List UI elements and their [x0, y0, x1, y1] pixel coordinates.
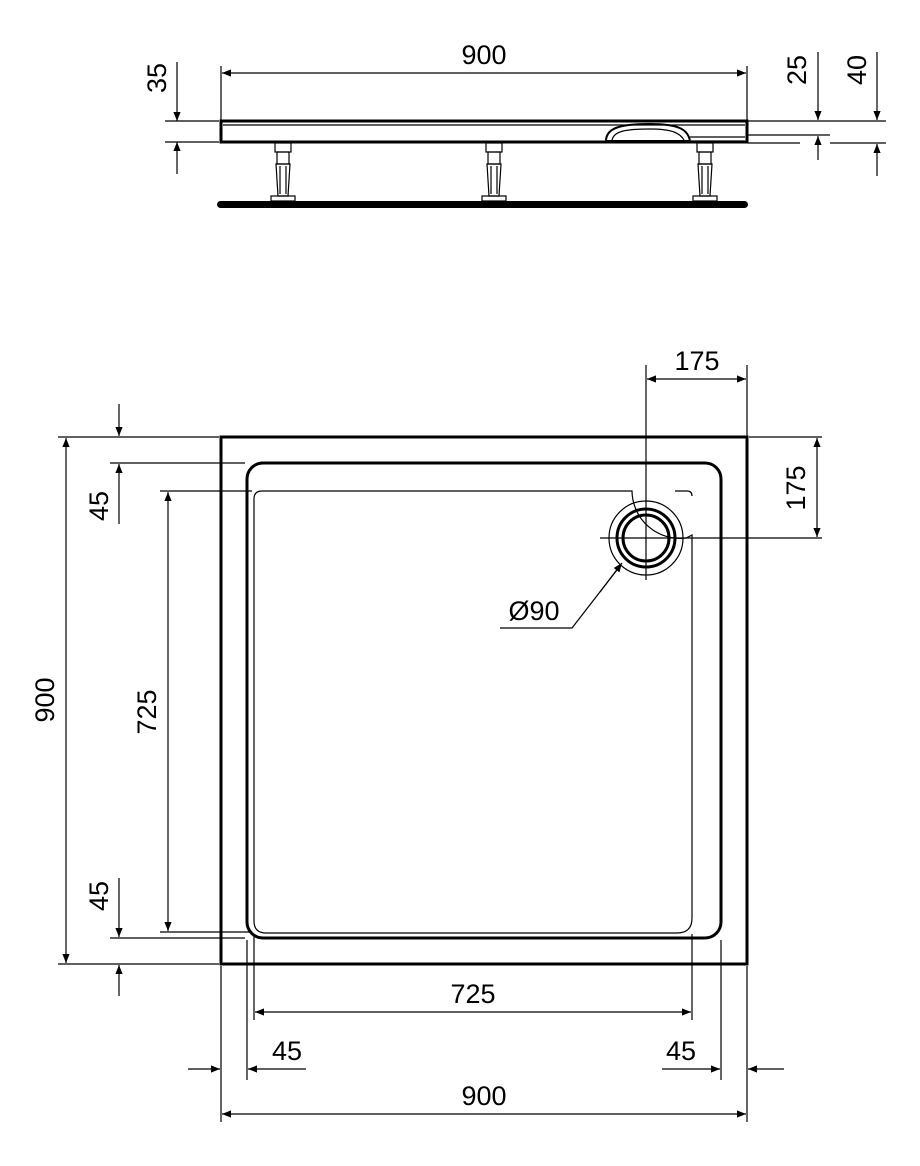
bottom-rim-label: 45 [84, 881, 114, 911]
side-right-height-label-a: 25 [782, 55, 812, 85]
leg-right [692, 142, 718, 202]
side-width-label: 900 [461, 40, 506, 70]
tray-outer-edge [219, 435, 749, 966]
tray-side-profile [219, 119, 749, 144]
side-left-height-label: 35 [142, 63, 172, 93]
drain-offset-x-label: 175 [674, 346, 719, 376]
floor-line [217, 201, 748, 208]
leg-left [270, 142, 296, 202]
right-rim-label: 45 [666, 1036, 696, 1066]
inner-height-label: 725 [132, 689, 162, 734]
top-width-label: 900 [461, 1081, 506, 1111]
drain-offset-y-label: 175 [781, 465, 811, 510]
basin-rim [245, 461, 723, 940]
side-view: 900 35 25 40 [142, 40, 886, 208]
drain-profile [604, 122, 692, 142]
drain-diameter-label: Ø90 [508, 596, 559, 626]
top-view: Ø90 175 175 900 45 725 45 725 [30, 346, 822, 1122]
left-rim-label: 45 [272, 1036, 302, 1066]
side-right-height-label-b: 40 [842, 55, 872, 85]
top-rim-label: 45 [84, 491, 114, 521]
leg-middle [481, 142, 507, 202]
top-height-label: 900 [30, 677, 60, 722]
inner-width-label: 725 [450, 979, 495, 1009]
basin-floor [253, 490, 693, 934]
